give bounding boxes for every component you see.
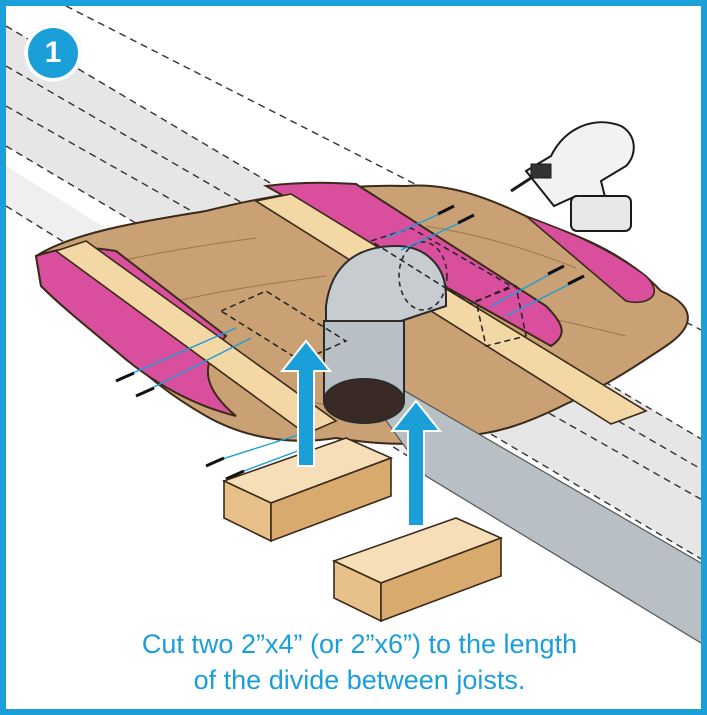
blocking-outline: [219, 227, 527, 362]
caption-line-1: Cut two 2”x4” (or 2”x6”) to the length: [141, 629, 578, 659]
arrow-up-icon: [279, 339, 443, 527]
drill-icon: [510, 121, 635, 232]
instruction-caption: Cut two 2”x4” (or 2”x6”) to the length o…: [6, 626, 701, 698]
caption-line-2: of the divide between joists.: [193, 665, 526, 695]
installation-illustration: [6, 6, 701, 644]
floor-joists: [54, 193, 648, 435]
screw-icon: [115, 204, 585, 481]
step-number-badge: 1: [24, 24, 82, 82]
duct-elbow-icon: [323, 241, 448, 424]
lumber-block: [331, 517, 504, 623]
